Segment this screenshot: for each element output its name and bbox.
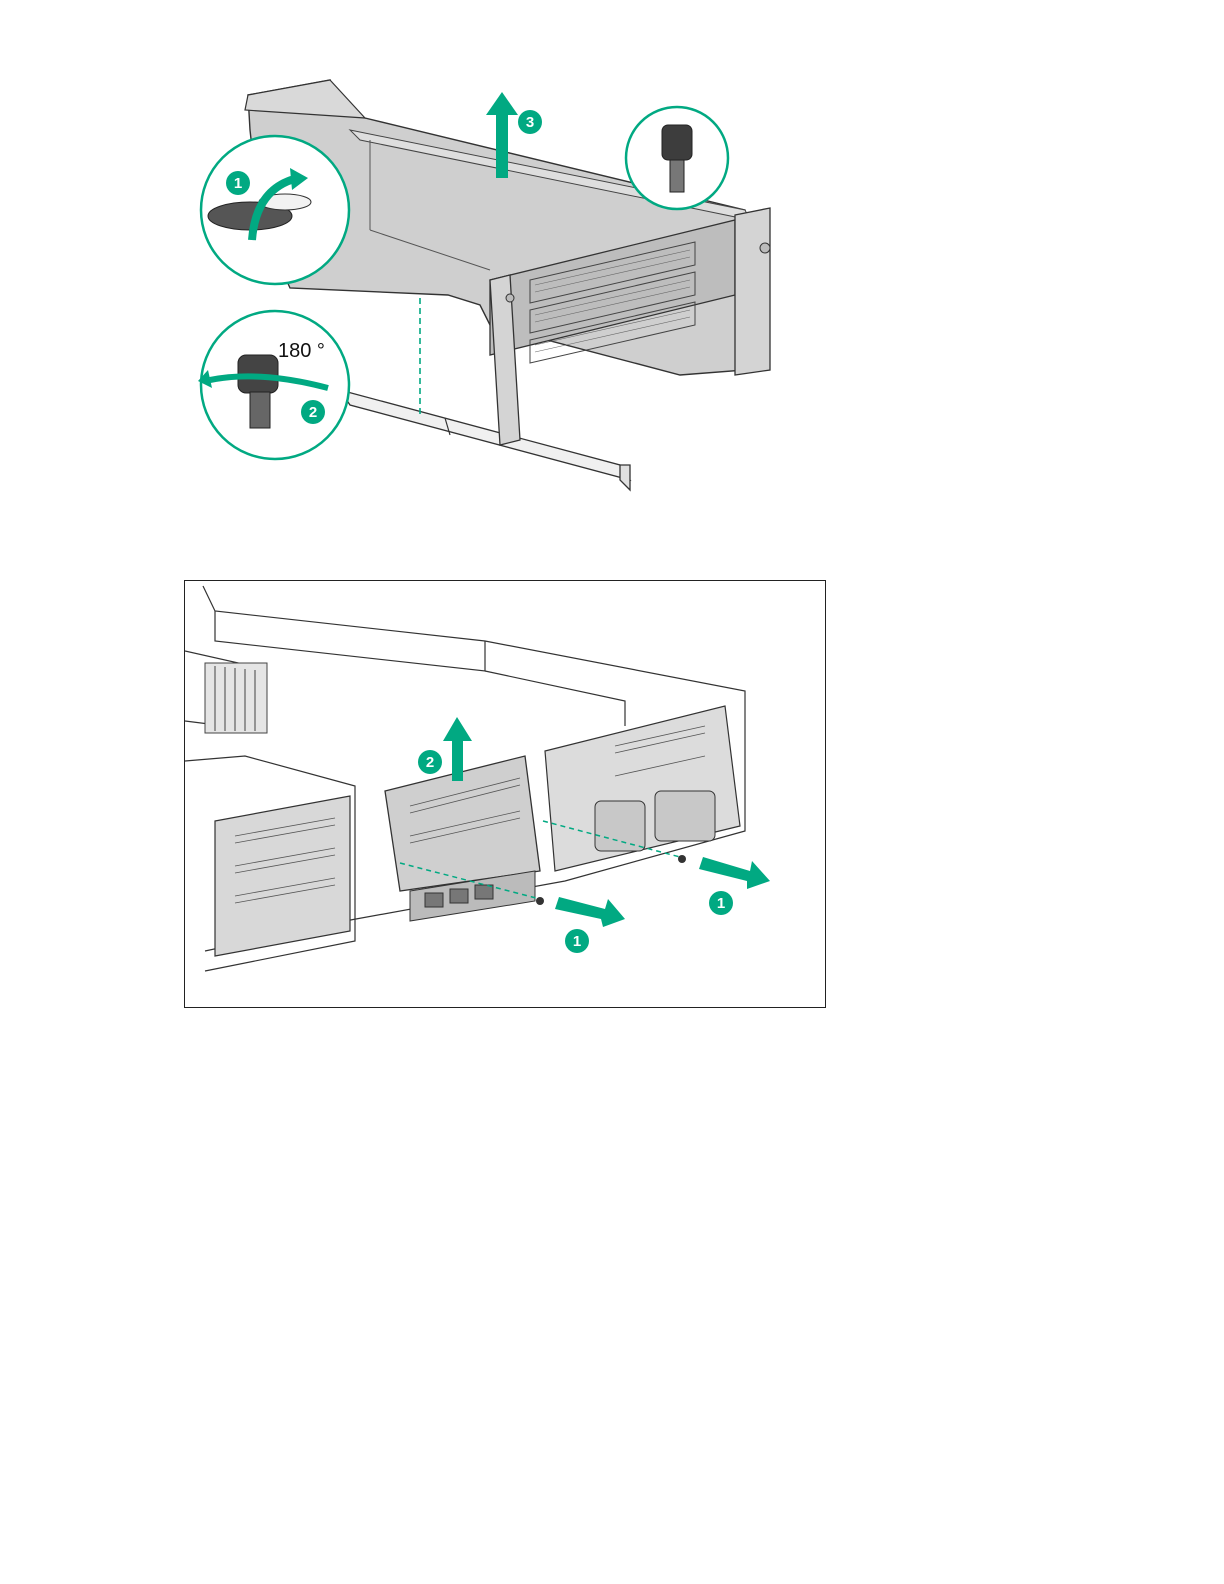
inset-rotate-knob: 180 ° 2 [198,311,349,459]
heatsink [205,663,267,733]
chassis-rear-illustration: 2 1 1 [184,580,826,1008]
riser-cage-drawing: 3 1 180 ° 2 [190,70,800,500]
screw-left [536,897,544,905]
chassis-rail [340,390,630,490]
callout-2-label: 2 [426,754,434,771]
slide-arrow-right: 1 [699,857,770,915]
callout-3-label: 3 [526,114,534,131]
left-riser-slots [215,796,350,956]
callout-3: 3 [518,110,542,134]
callout-2-label: 2 [309,404,317,421]
rear-psu-area [545,706,740,871]
inset-loosen-knob: 1 [201,136,349,284]
callout-1-label: 1 [234,175,242,192]
callout-1-left-label: 1 [573,933,581,950]
inset-knob-detail [626,107,728,209]
rotation-label: 180 ° [278,340,325,362]
chassis-drawing: 2 1 1 [185,581,825,1007]
screw-right [678,855,686,863]
riser-cage-removal-illustration: 3 1 180 ° 2 [190,70,800,500]
callout-1-right-label: 1 [717,895,725,912]
slide-arrow-left: 1 [555,897,625,953]
